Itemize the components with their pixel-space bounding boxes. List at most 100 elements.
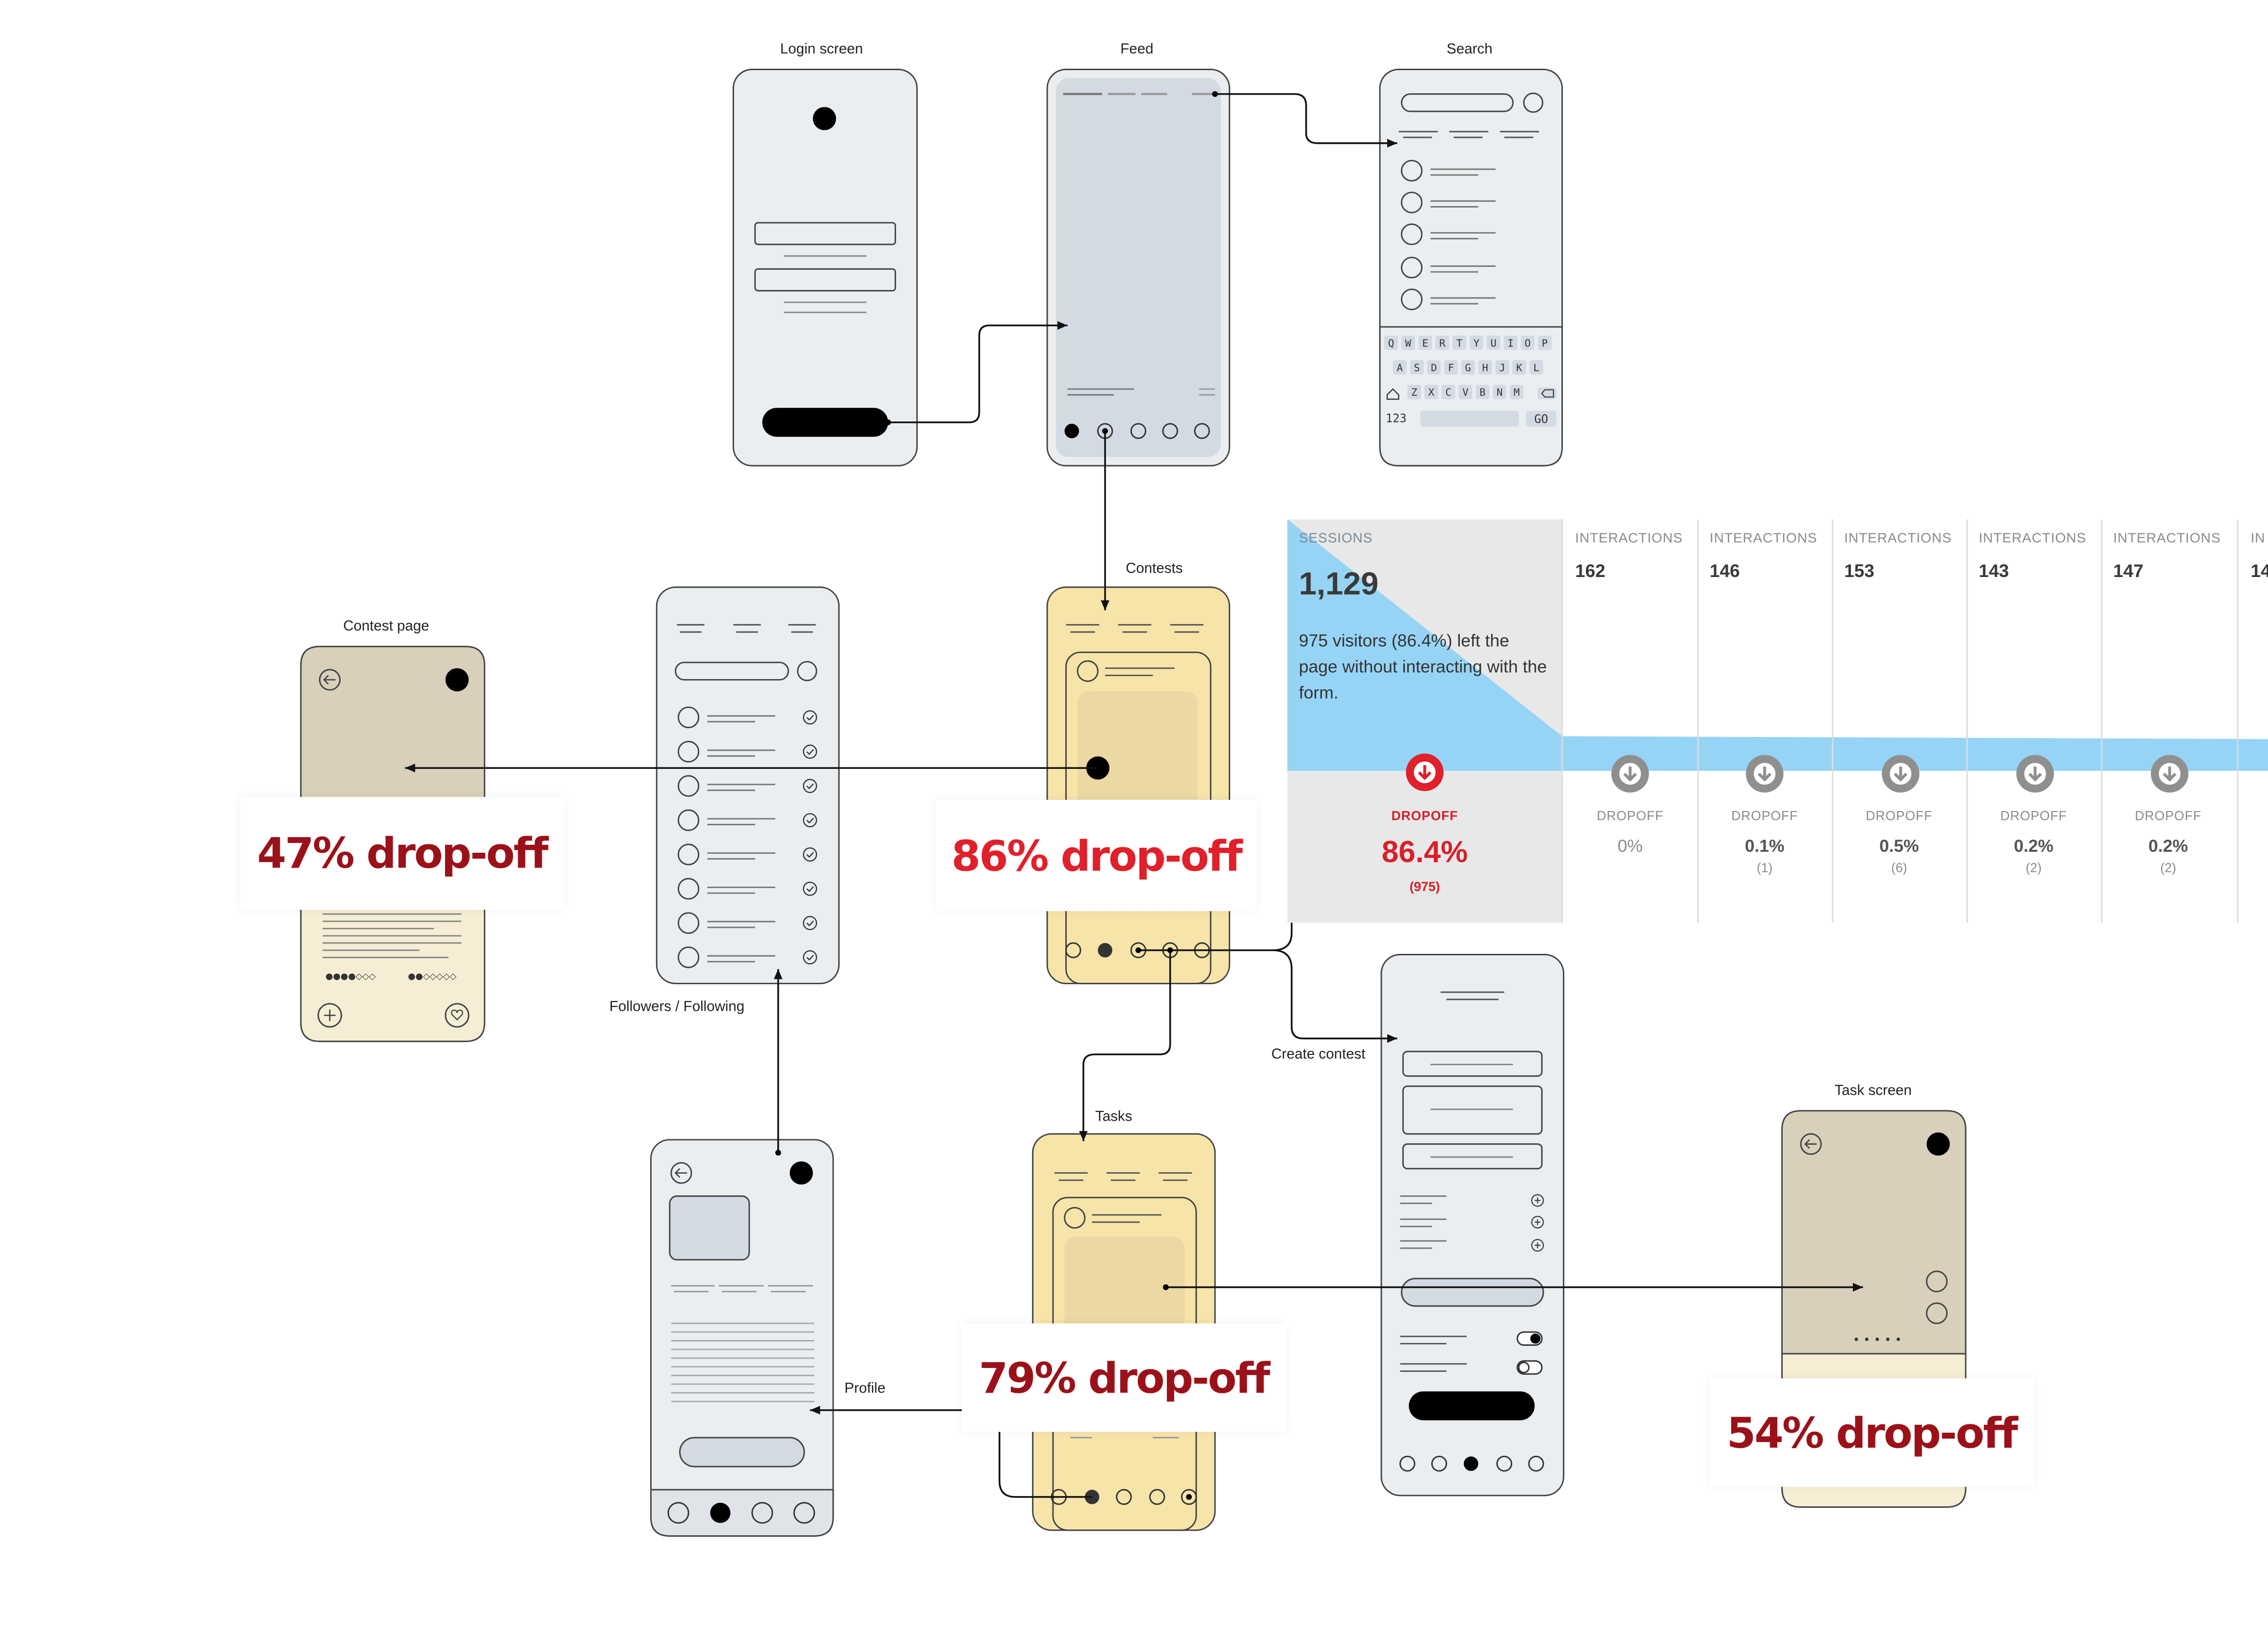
- dropoff-badge-contests: 86% drop-off: [936, 800, 1257, 912]
- sessions-dropoff-label: DROPOFF: [1391, 808, 1458, 823]
- keyboard-key: [1452, 335, 1467, 350]
- svg-text:• • • • •: • • • • •: [1853, 1333, 1902, 1346]
- keyboard-key-label: G: [1465, 362, 1471, 373]
- sessions-description: 975 visitors (86.4%) left the page witho…: [1299, 631, 1547, 703]
- keyboard-key: [1384, 335, 1398, 350]
- step-value: 162: [1575, 561, 1606, 581]
- step-dropoff-percent: 0.5%: [1879, 836, 1919, 857]
- profile-wireframe: [650, 1139, 834, 1537]
- check-circle-icon: [803, 710, 818, 725]
- keyboard-key-label: B: [1479, 386, 1485, 398]
- keyboard-key-label: P: [1542, 337, 1548, 349]
- step-value: 14: [2250, 561, 2268, 581]
- screen-label-profile: Profile: [844, 1381, 886, 1397]
- keyboard-key-label: V: [1462, 386, 1468, 398]
- screen-label-feed: Feed: [1120, 42, 1154, 58]
- dropoff-arrow-icon: [1881, 755, 1920, 793]
- keyboard-key: [1495, 360, 1509, 375]
- create-contest-wireframe: [1380, 954, 1564, 1497]
- svg-text:●●●●◇◇◇: ●●●●◇◇◇: [325, 972, 376, 982]
- step-dropoff-percent: 0.2%: [2014, 836, 2054, 857]
- keyboard-key-label: C: [1445, 386, 1451, 398]
- screen-label-contest-page: Contest page: [343, 619, 429, 635]
- step-dropoff-label: DROPOFF: [1731, 808, 1798, 823]
- keyboard-key: [1529, 360, 1543, 375]
- sessions-dropoff-count: (975): [1409, 879, 1440, 894]
- shift-key-icon: [1386, 388, 1399, 400]
- step-value: 153: [1844, 561, 1874, 581]
- step-column: INTERACTIONS 146 DROPOFF 0.1% (1): [1698, 519, 1833, 922]
- keyboard-key: [1521, 335, 1535, 350]
- keyboard-key: [1493, 385, 1507, 399]
- heart-icon: [445, 1003, 470, 1028]
- svg-text:●●◇◇◇◇◇: ●●◇◇◇◇◇: [408, 972, 456, 982]
- keyboard-key-label: M: [1514, 386, 1520, 398]
- step-value: 146: [1710, 561, 1740, 581]
- keyboard-key: [1393, 360, 1407, 375]
- avatar: [677, 740, 700, 763]
- step-column: INTERACTIONS 153 DROPOFF 0.5% (6): [1833, 519, 1967, 922]
- step-dropoff-percent: 0%: [1617, 836, 1643, 857]
- check-circle-icon: [803, 779, 818, 793]
- step-dropoff-count: (2): [2026, 860, 2042, 875]
- keyboard-key-label: I: [1507, 337, 1513, 349]
- avatar: [677, 843, 700, 866]
- backspace-key-icon: [1541, 389, 1554, 398]
- check-mark: [806, 852, 814, 858]
- keyboard-key: [1441, 385, 1455, 399]
- screen-label-login: Login screen: [780, 42, 863, 58]
- step-dropoff-label: DROPOFF: [1866, 808, 1933, 823]
- check-circle-icon: [803, 916, 818, 930]
- check-mark: [806, 749, 814, 755]
- keyboard-key-label: L: [1533, 362, 1539, 373]
- step-value: 143: [1978, 561, 2009, 581]
- check-mark: [806, 954, 814, 961]
- keyboard-key-label: Y: [1474, 337, 1480, 349]
- avatar: [677, 878, 700, 900]
- step-dropoff-label: DROPOFF: [2135, 808, 2202, 823]
- keyboard-key: [1537, 335, 1552, 350]
- funnel-graphic: [1287, 519, 2268, 923]
- check-mark: [806, 886, 814, 893]
- step-label: INTERACTIONS: [1978, 530, 2086, 547]
- step-column: INTERACTIONS 143 DROPOFF 0.2% (2): [1967, 519, 2102, 922]
- keyboard-key: [1435, 335, 1450, 350]
- check-mark: [806, 714, 814, 721]
- screen-label-tasks: Tasks: [1095, 1109, 1133, 1126]
- login-button: [762, 408, 888, 437]
- dropoff-badge-tasks: 79% drop-off: [962, 1323, 1286, 1432]
- check-circle-icon: [803, 813, 818, 828]
- keyboard-key: [1424, 385, 1438, 399]
- keyboard-key-label: X: [1428, 386, 1435, 398]
- dropoff-arrow-icon: [1406, 753, 1444, 791]
- keyboard-key: [1486, 335, 1501, 350]
- keyboard-key-label: Q: [1388, 337, 1394, 349]
- step-dropoff-percent: 0.1%: [1744, 836, 1785, 857]
- check-circle-icon: [803, 881, 818, 896]
- avatar: [677, 809, 700, 831]
- step-dropoff-percent: 0.2%: [2148, 836, 2188, 857]
- keyboard-key-label: N: [1497, 386, 1503, 398]
- sessions-dropoff-percent: 86.4%: [1381, 836, 1468, 869]
- keyboard-key-label: A: [1397, 362, 1403, 373]
- avatar: [677, 912, 700, 934]
- screen-label-followers: Followers / Following: [609, 999, 745, 1016]
- check-circle-icon: [803, 950, 818, 965]
- keyboard-key-label: R: [1439, 337, 1446, 349]
- dropoff-arrow-icon: [2151, 755, 2189, 793]
- numbers-key-label: 123: [1386, 412, 1407, 425]
- add-icon: [317, 1003, 343, 1028]
- followers-wireframe: [656, 586, 840, 984]
- keyboard-key: [1461, 360, 1475, 375]
- step-label: INTERACTIONS: [2113, 530, 2221, 547]
- keyboard-key: [1469, 335, 1483, 350]
- sessions-value: 1,129: [1299, 565, 1379, 602]
- space-key: [1420, 411, 1519, 427]
- go-key-label: GO: [1534, 412, 1548, 426]
- step-value: 147: [2113, 561, 2144, 581]
- step-column-partial: IN 14: [2239, 519, 2268, 922]
- dropoff-badge-task-screen: 54% drop-off: [1710, 1378, 2034, 1487]
